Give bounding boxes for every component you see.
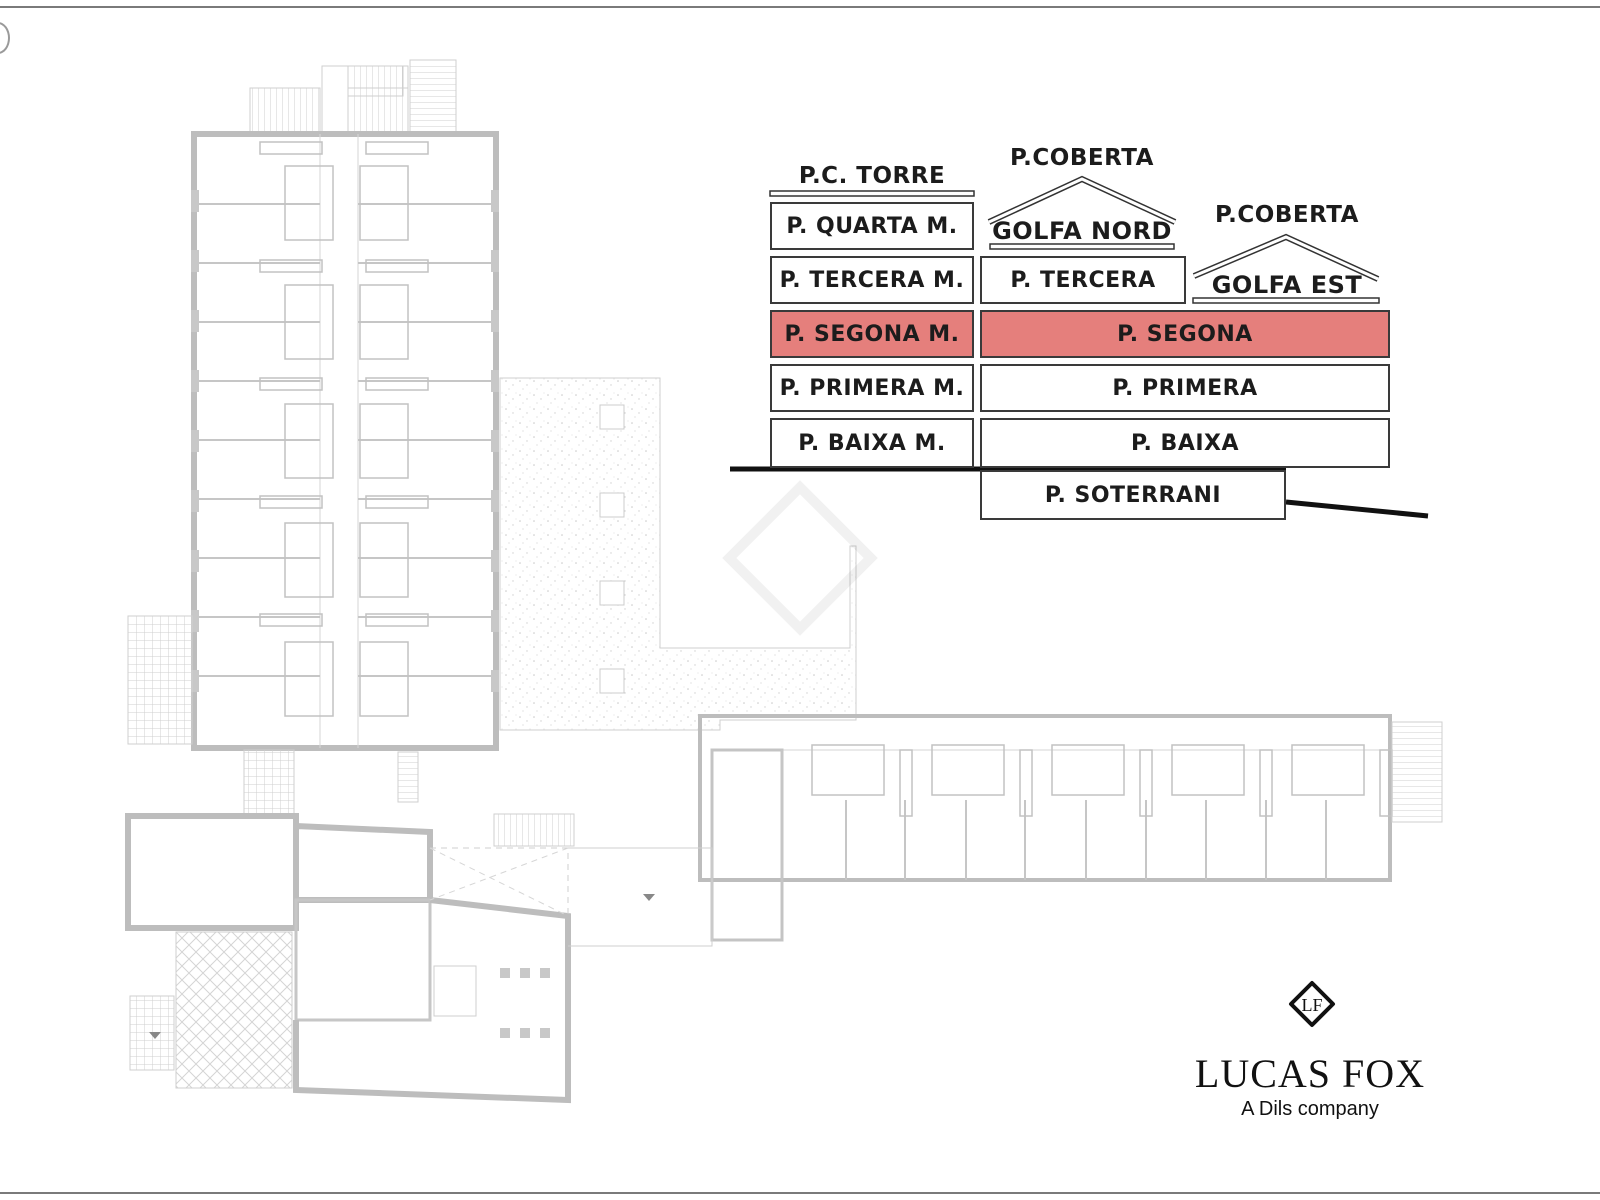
floor-primera-m[interactable]: P. PRIMERA M.: [770, 364, 974, 412]
floor-soterrani[interactable]: P. SOTERRANI: [980, 470, 1286, 520]
watermark-logo: [722, 480, 878, 636]
roof-label-torre: P.C. TORRE: [798, 163, 946, 189]
brand-tagline: A Dils company: [1241, 1098, 1379, 1120]
floor-baixa[interactable]: P. BAIXA: [980, 418, 1390, 468]
floor-golfa-nord[interactable]: GOLFA NORD: [992, 217, 1172, 245]
roof-label-coberta-est: P.COBERTA: [1215, 202, 1359, 228]
frame-top-border: [0, 6, 1600, 8]
floor-golfa-est[interactable]: GOLFA EST: [1211, 271, 1363, 299]
floor-baixa-m[interactable]: P. BAIXA M.: [770, 418, 974, 468]
floor-segona-m[interactable]: P. SEGONA M.: [770, 310, 974, 358]
brand-name: LUCAS FOX: [1194, 1051, 1426, 1096]
south-west-buildings: [125, 749, 713, 1104]
frame-bottom-border: [0, 1192, 1600, 1194]
lucas-fox-logo-icon: LF: [1289, 981, 1335, 1027]
roof-label-coberta-nord: P.COBERTA: [1010, 145, 1154, 171]
floor-primera[interactable]: P. PRIMERA: [980, 364, 1390, 412]
floor-tercera-m[interactable]: P. TERCERA M.: [770, 256, 974, 304]
north-tower-wing: [127, 59, 499, 751]
central-courtyard: [499, 377, 857, 731]
logo-monogram: LF: [1301, 995, 1322, 1015]
section-key-lines: [730, 175, 1429, 519]
floor-tercera[interactable]: P. TERCERA: [980, 256, 1186, 304]
floor-segona[interactable]: P. SEGONA: [980, 310, 1390, 358]
floor-quarta-m[interactable]: P. QUARTA M.: [770, 202, 974, 250]
east-wing: [698, 714, 1443, 942]
